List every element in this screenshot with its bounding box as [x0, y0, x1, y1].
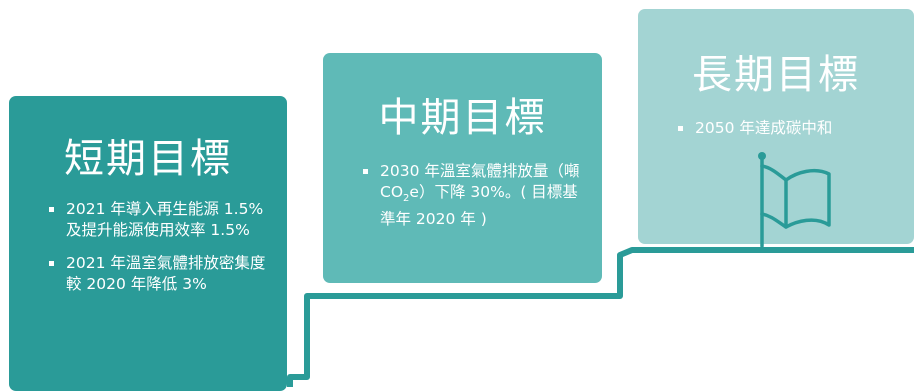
stair-line: [287, 247, 914, 387]
flag-icon: [758, 152, 831, 248]
mid-term-title: 中期目標: [378, 95, 547, 141]
short-term-title: 短期目標: [64, 136, 232, 182]
long-term-card: 長期目標 2050 年達成碳中和: [638, 9, 914, 244]
mid-term-item-1: 2030 年溫室氣體排放量（噸 CO2e）下降 30%。( 目標基準年 2020…: [363, 161, 580, 230]
short-term-item-2: 2021 年溫室氣體排放密集度較 2020 年降低 3%: [49, 254, 266, 293]
co2-subscript: 2: [403, 193, 410, 205]
long-term-list: 2050 年達成碳中和: [678, 118, 905, 139]
long-term-title: 長期目標: [692, 52, 860, 98]
mid-term-item-text-end: e）下降 30%。( 目標基準年 2020 年 ): [380, 183, 578, 229]
mid-term-item-text-start: 2030 年溫室氣體排放量（噸 CO: [380, 162, 580, 201]
short-term-item-1: 2021 年導入再生能源 1.5% 及提升能源使用效率 1.5%: [49, 199, 266, 241]
short-term-list: 2021 年導入再生能源 1.5% 及提升能源使用效率 1.5% 2021 年溫…: [49, 199, 266, 295]
short-term-card: 短期目標 2021 年導入再生能源 1.5% 及提升能源使用效率 1.5% 20…: [9, 96, 287, 391]
mid-term-card: 中期目標 2030 年溫室氣體排放量（噸 CO2e）下降 30%。( 目標基準年…: [323, 53, 602, 283]
long-term-item-1: 2050 年達成碳中和: [678, 118, 905, 139]
mid-term-list: 2030 年溫室氣體排放量（噸 CO2e）下降 30%。( 目標基準年 2020…: [363, 161, 580, 230]
